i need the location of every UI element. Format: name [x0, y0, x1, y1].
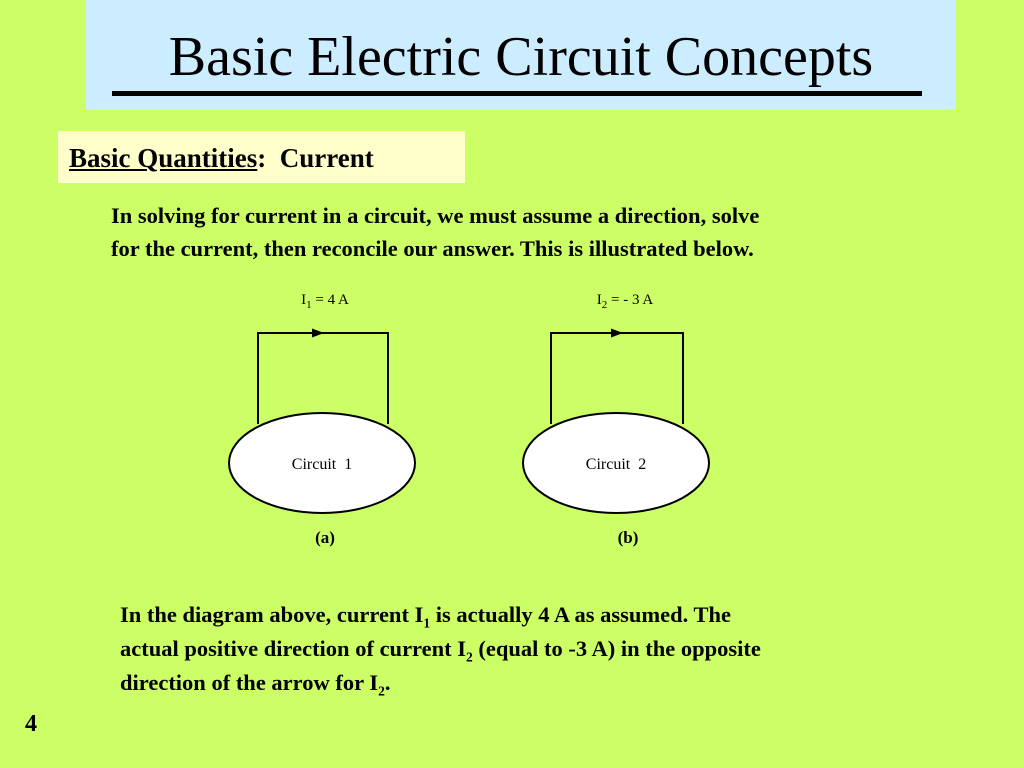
circuit-2-ellipse — [522, 412, 710, 514]
circuit-1-label: Circuit 1 — [292, 456, 352, 473]
caption-b: (b) — [618, 528, 639, 547]
conclusion-paragraph: In the diagram above, current I1 is actu… — [120, 598, 960, 700]
subheading-topic: Current — [279, 143, 374, 173]
circuit-1-ellipse — [228, 412, 416, 514]
current-1-label: I1 = 4 A — [301, 292, 349, 311]
intro-paragraph: In solving for current in a circuit, we … — [111, 199, 951, 265]
current-2-label: I2 = - 3 A — [597, 292, 654, 311]
circuit-2-wire — [550, 332, 684, 424]
subheading-box: Basic Quantities: Current — [58, 131, 465, 183]
circuit-1-figure: I1 = 4 A Circuit 1 (a) — [228, 292, 416, 547]
caption-a: (a) — [315, 528, 335, 547]
title-underline — [112, 91, 922, 96]
circuit-2-figure: I2 = - 3 A Circuit 2 (b) — [522, 292, 710, 547]
slide-number: 4 — [25, 711, 37, 737]
circuit-1-wire — [257, 332, 389, 424]
slide-title: Basic Electric Circuit Concepts — [168, 26, 874, 88]
conclusion-line-2: actual positive direction of current I2 … — [120, 636, 761, 665]
circuit-2-label: Circuit 2 — [586, 456, 646, 473]
subheading: Basic Quantities: Current — [69, 143, 374, 174]
intro-line-1: In solving for current in a circuit, we … — [111, 203, 760, 228]
conclusion-line-1: In the diagram above, current I1 is actu… — [120, 602, 731, 631]
conclusion-line-3: direction of the arrow for I2. — [120, 670, 391, 699]
intro-line-2: for the current, then reconcile our answ… — [111, 236, 754, 261]
subheading-underlined: Basic Quantities — [69, 143, 258, 173]
current-2-arrow — [611, 328, 623, 338]
current-1-arrow — [312, 328, 324, 338]
subheading-colon: : — [257, 143, 267, 173]
